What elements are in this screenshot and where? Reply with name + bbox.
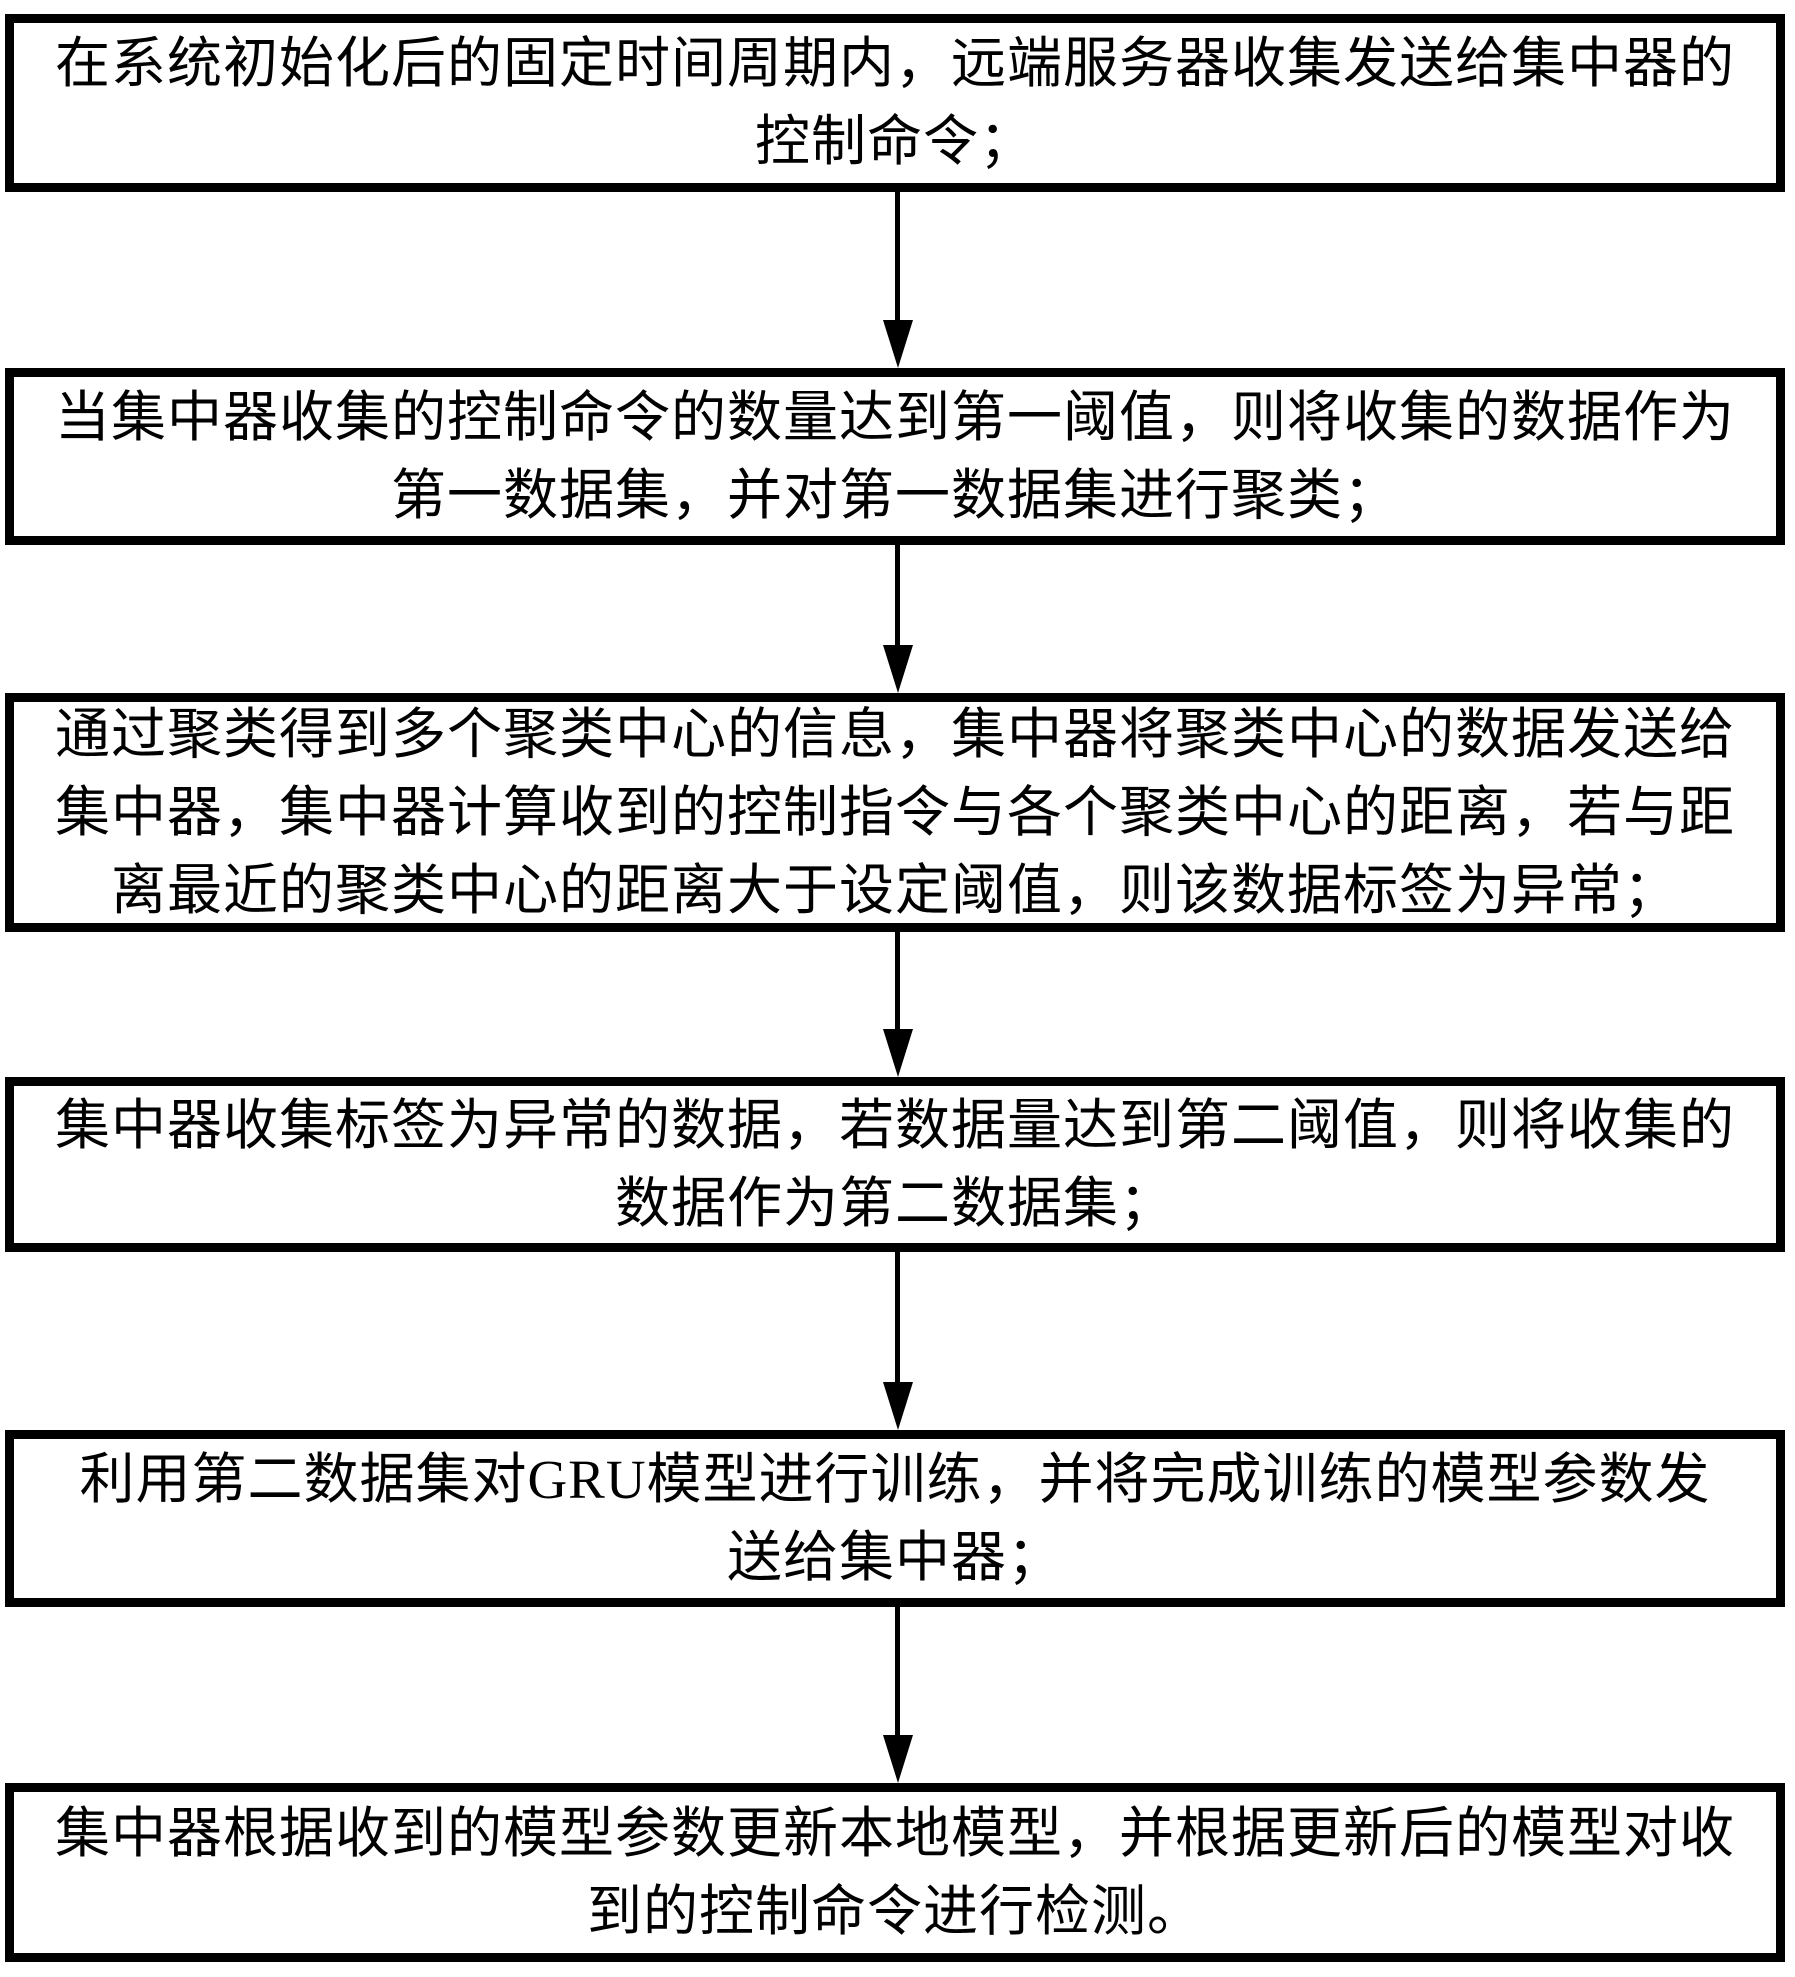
flow-step-5-text: 利用第二数据集对GRU模型进行训练，并将完成训练的模型参数发 送给集中器； bbox=[79, 1448, 1711, 1588]
down-arrow-connector-2 bbox=[882, 545, 913, 693]
flow-step-2-text: 当集中器收集的控制命令的数量达到第一阈值，则将收集的数据作为 第一数据集，并对第… bbox=[54, 386, 1735, 526]
flow-step-6-text: 集中器根据收到的模型参数更新本地模型，并根据更新后的模型对收 到的控制命令进行检… bbox=[54, 1802, 1735, 1942]
down-arrow-connector-3 bbox=[882, 932, 913, 1077]
down-arrow-connector-1 bbox=[882, 192, 913, 368]
down-arrowhead-icon bbox=[882, 1029, 913, 1077]
flow-step-5: 利用第二数据集对GRU模型进行训练，并将完成训练的模型参数发 送给集中器； bbox=[5, 1430, 1785, 1607]
flow-step-4-text: 集中器收集标签为异常的数据，若数据量达到第二阈值，则将收集的 数据作为第二数据集… bbox=[54, 1094, 1735, 1234]
flow-step-4: 集中器收集标签为异常的数据，若数据量达到第二阈值，则将收集的 数据作为第二数据集… bbox=[5, 1077, 1785, 1252]
flow-step-6: 集中器根据收到的模型参数更新本地模型，并根据更新后的模型对收 到的控制命令进行检… bbox=[5, 1783, 1785, 1962]
down-arrowhead-icon bbox=[882, 1382, 913, 1430]
arrow-shaft bbox=[895, 932, 900, 1029]
flow-step-3-text: 通过聚类得到多个聚类中心的信息，集中器将聚类中心的数据发送给 集中器，集中器计算… bbox=[54, 703, 1735, 921]
flow-step-1: 在系统初始化后的固定时间周期内，远端服务器收集发送给集中器的 控制命令； bbox=[5, 14, 1785, 192]
flow-step-1-text: 在系统初始化后的固定时间周期内，远端服务器收集发送给集中器的 控制命令； bbox=[54, 33, 1735, 172]
down-arrowhead-icon bbox=[882, 1735, 913, 1783]
flow-step-2: 当集中器收集的控制命令的数量达到第一阈值，则将收集的数据作为 第一数据集，并对第… bbox=[5, 368, 1785, 545]
arrow-shaft bbox=[895, 1252, 900, 1382]
arrow-shaft bbox=[895, 192, 900, 320]
arrow-shaft bbox=[895, 1607, 900, 1735]
arrow-shaft bbox=[895, 545, 900, 645]
down-arrowhead-icon bbox=[882, 320, 913, 368]
flow-step-3: 通过聚类得到多个聚类中心的信息，集中器将聚类中心的数据发送给 集中器，集中器计算… bbox=[5, 693, 1785, 932]
down-arrow-connector-4 bbox=[882, 1252, 913, 1430]
down-arrow-connector-5 bbox=[882, 1607, 913, 1783]
down-arrowhead-icon bbox=[882, 645, 913, 693]
